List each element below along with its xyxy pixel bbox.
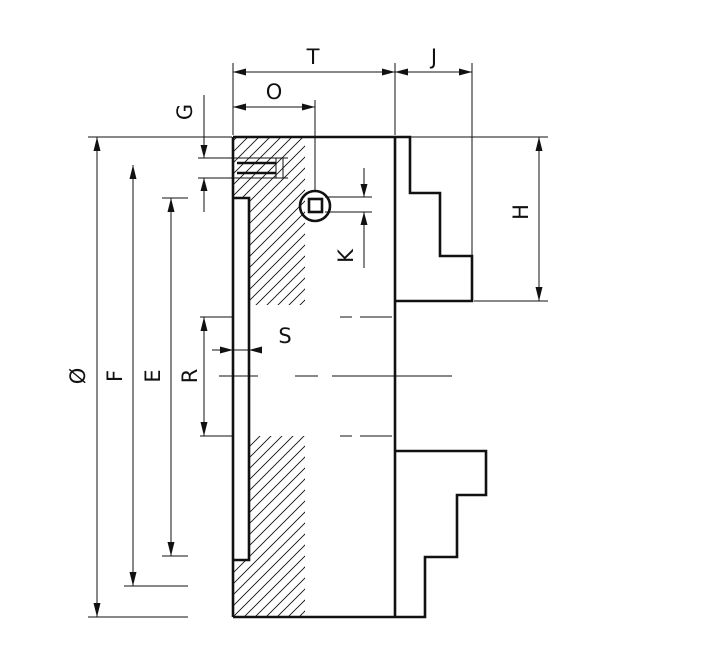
- hatch-line: [20, 130, 200, 310]
- hatch-line: [234, 137, 256, 305]
- lower-jaw: [395, 449, 488, 619]
- hatch-line: [234, 436, 305, 617]
- hatch-line: [261, 137, 305, 305]
- hatch-line: [238, 436, 305, 617]
- label-f: F: [103, 370, 127, 382]
- hatch-line: [338, 430, 530, 622]
- dimension-lines: [93, 68, 543, 617]
- hatch-line: [234, 137, 305, 305]
- hatch-line: [327, 430, 519, 622]
- label-t: T: [306, 45, 320, 69]
- hatch-line: [260, 436, 305, 617]
- hatch-line: [234, 137, 245, 305]
- hatch-line: [272, 137, 305, 305]
- hatch-line: [234, 137, 305, 305]
- label-e: E: [141, 369, 165, 382]
- center-lines: [200, 316, 452, 437]
- label-g: G: [173, 104, 197, 120]
- chuck-body: [198, 135, 397, 619]
- extension-lines: [88, 63, 548, 618]
- hatch-line: [234, 436, 305, 617]
- hatch-line: [234, 436, 289, 617]
- upper-jaw: [395, 135, 474, 303]
- hatch-line: [317, 130, 497, 310]
- hatch-line: [234, 436, 305, 617]
- hatch-line: [234, 436, 305, 617]
- hatch-line: [234, 137, 305, 305]
- hatch-line: [41, 430, 233, 622]
- label-s: S: [278, 324, 291, 348]
- label-o: O: [266, 80, 283, 104]
- hatch-line: [234, 436, 305, 617]
- label-h: H: [509, 204, 533, 220]
- hatch-line: [53, 130, 233, 310]
- dimension-labels: T J O G H K S Ø F E R: [66, 45, 533, 384]
- label-k: K: [334, 248, 358, 263]
- label-diameter: Ø: [66, 368, 90, 385]
- hatch-line: [304, 436, 305, 617]
- hatch-line: [234, 436, 300, 617]
- hatch-line: [234, 137, 305, 305]
- hatch-line: [234, 137, 300, 305]
- hatch-line: [234, 436, 245, 617]
- hatch-line: [234, 436, 256, 617]
- hatch-line: [234, 436, 305, 617]
- hatch-line: [250, 137, 305, 305]
- section-hatch-lower: [19, 430, 530, 622]
- hatch-line: [234, 137, 305, 305]
- hatch-line: [328, 130, 508, 310]
- hatch-line: [234, 137, 278, 305]
- hatch-line: [234, 436, 305, 617]
- key-socket: [298, 189, 332, 223]
- label-r: R: [178, 369, 202, 384]
- hatch-line: [19, 430, 211, 622]
- hatch-line: [234, 436, 305, 617]
- label-j: J: [429, 45, 437, 69]
- hatch-line: [239, 137, 305, 305]
- hatch-line: [234, 436, 305, 617]
- hatch-line: [234, 436, 267, 617]
- hatch-line: [234, 137, 305, 305]
- hatch-line: [234, 137, 305, 305]
- hatch-line: [234, 137, 289, 305]
- hatch-line: [234, 436, 305, 617]
- hatch-line: [30, 430, 222, 622]
- hatch-line: [271, 436, 305, 617]
- hatch-line: [249, 436, 305, 617]
- hatch-line: [234, 436, 305, 617]
- hatch-line: [234, 137, 267, 305]
- section-hatch-upper: [20, 130, 508, 310]
- hatch-line: [31, 130, 211, 310]
- hatch-line: [316, 430, 508, 622]
- hatch-line: [42, 130, 222, 310]
- hatch-line: [234, 137, 305, 305]
- hatch-line: [282, 436, 305, 617]
